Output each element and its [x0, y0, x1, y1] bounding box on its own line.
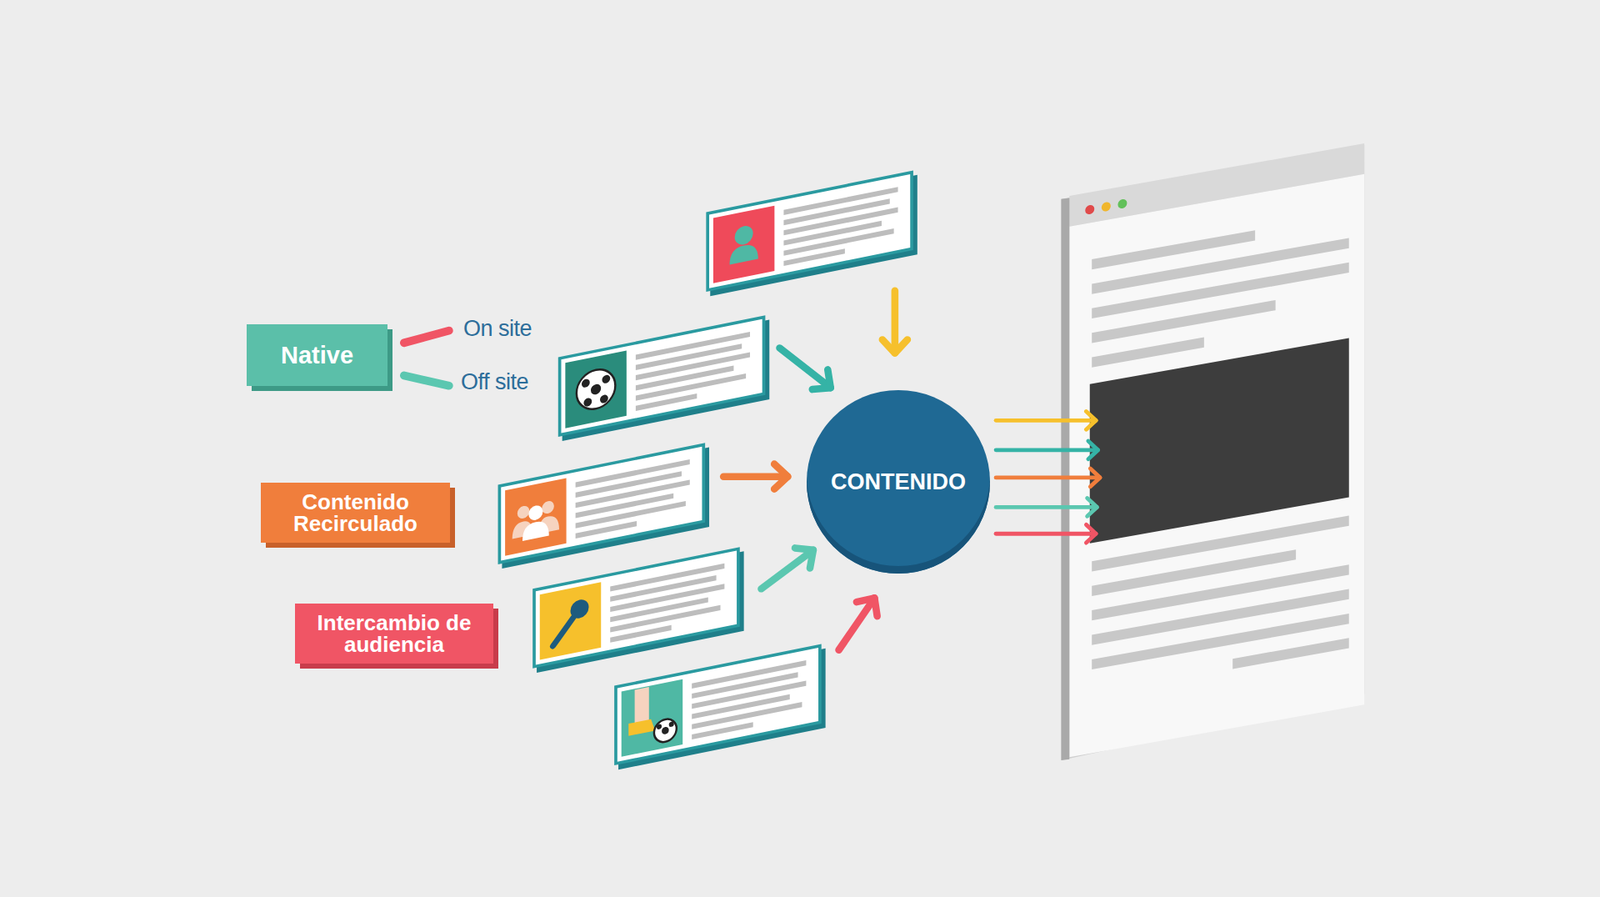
leader-line — [404, 375, 450, 385]
arrow-head — [1085, 410, 1096, 430]
content-card — [499, 443, 710, 569]
flow-arrow — [760, 547, 813, 589]
arrow-head — [1085, 524, 1096, 543]
flow-arrow — [839, 597, 878, 650]
arrow-head — [882, 339, 908, 353]
arrow-head — [774, 464, 788, 490]
arrow-shaft — [995, 505, 1097, 510]
browser-page — [1069, 143, 1365, 757]
browser-frame — [1060, 145, 1365, 760]
arrow-shaft — [723, 472, 788, 480]
category-box: Intercambio de audiencia — [295, 603, 494, 664]
arrow-head — [1087, 498, 1098, 517]
arrow-head — [795, 547, 814, 568]
category-box: Native — [246, 324, 388, 386]
flow-arrow — [995, 410, 1096, 430]
flow-arrow — [995, 498, 1097, 517]
node-text: Intercambio de audiencia — [308, 611, 480, 655]
option-label: Off site — [460, 369, 529, 395]
flow-arrow — [723, 464, 788, 490]
arrow-head — [856, 597, 878, 616]
arrow-shaft — [995, 531, 1096, 536]
arrow-head — [812, 369, 831, 390]
arrow-shaft — [760, 550, 813, 590]
content-card — [560, 315, 770, 441]
arrow-head — [1090, 468, 1100, 487]
arrow-shaft — [780, 347, 831, 388]
arrow-head — [1088, 440, 1099, 460]
flow-arrow — [882, 290, 908, 354]
ad-slot — [1090, 337, 1350, 543]
arrow-shaft — [891, 290, 900, 354]
content-card — [615, 644, 826, 770]
flow-arrow — [780, 347, 831, 390]
node-text: Contenido Recirculado — [274, 490, 437, 535]
node-text: CONTENIDO — [830, 470, 966, 494]
arrow-shaft — [995, 418, 1096, 423]
leader-line — [404, 330, 450, 344]
flow-arrow — [995, 440, 1098, 460]
option-label: On site — [463, 315, 532, 342]
category-box: Contenido Recirculado — [260, 482, 450, 543]
arrow-shaft — [995, 447, 1098, 452]
node-text: Native — [280, 343, 354, 368]
content-circle: CONTENIDO — [806, 390, 990, 574]
content-card — [707, 170, 918, 296]
arrow-shaft — [839, 597, 875, 650]
flow-arrow — [995, 468, 1100, 487]
flow-arrow — [995, 524, 1096, 543]
content-card — [534, 547, 745, 673]
arrow-shaft — [995, 475, 1100, 480]
